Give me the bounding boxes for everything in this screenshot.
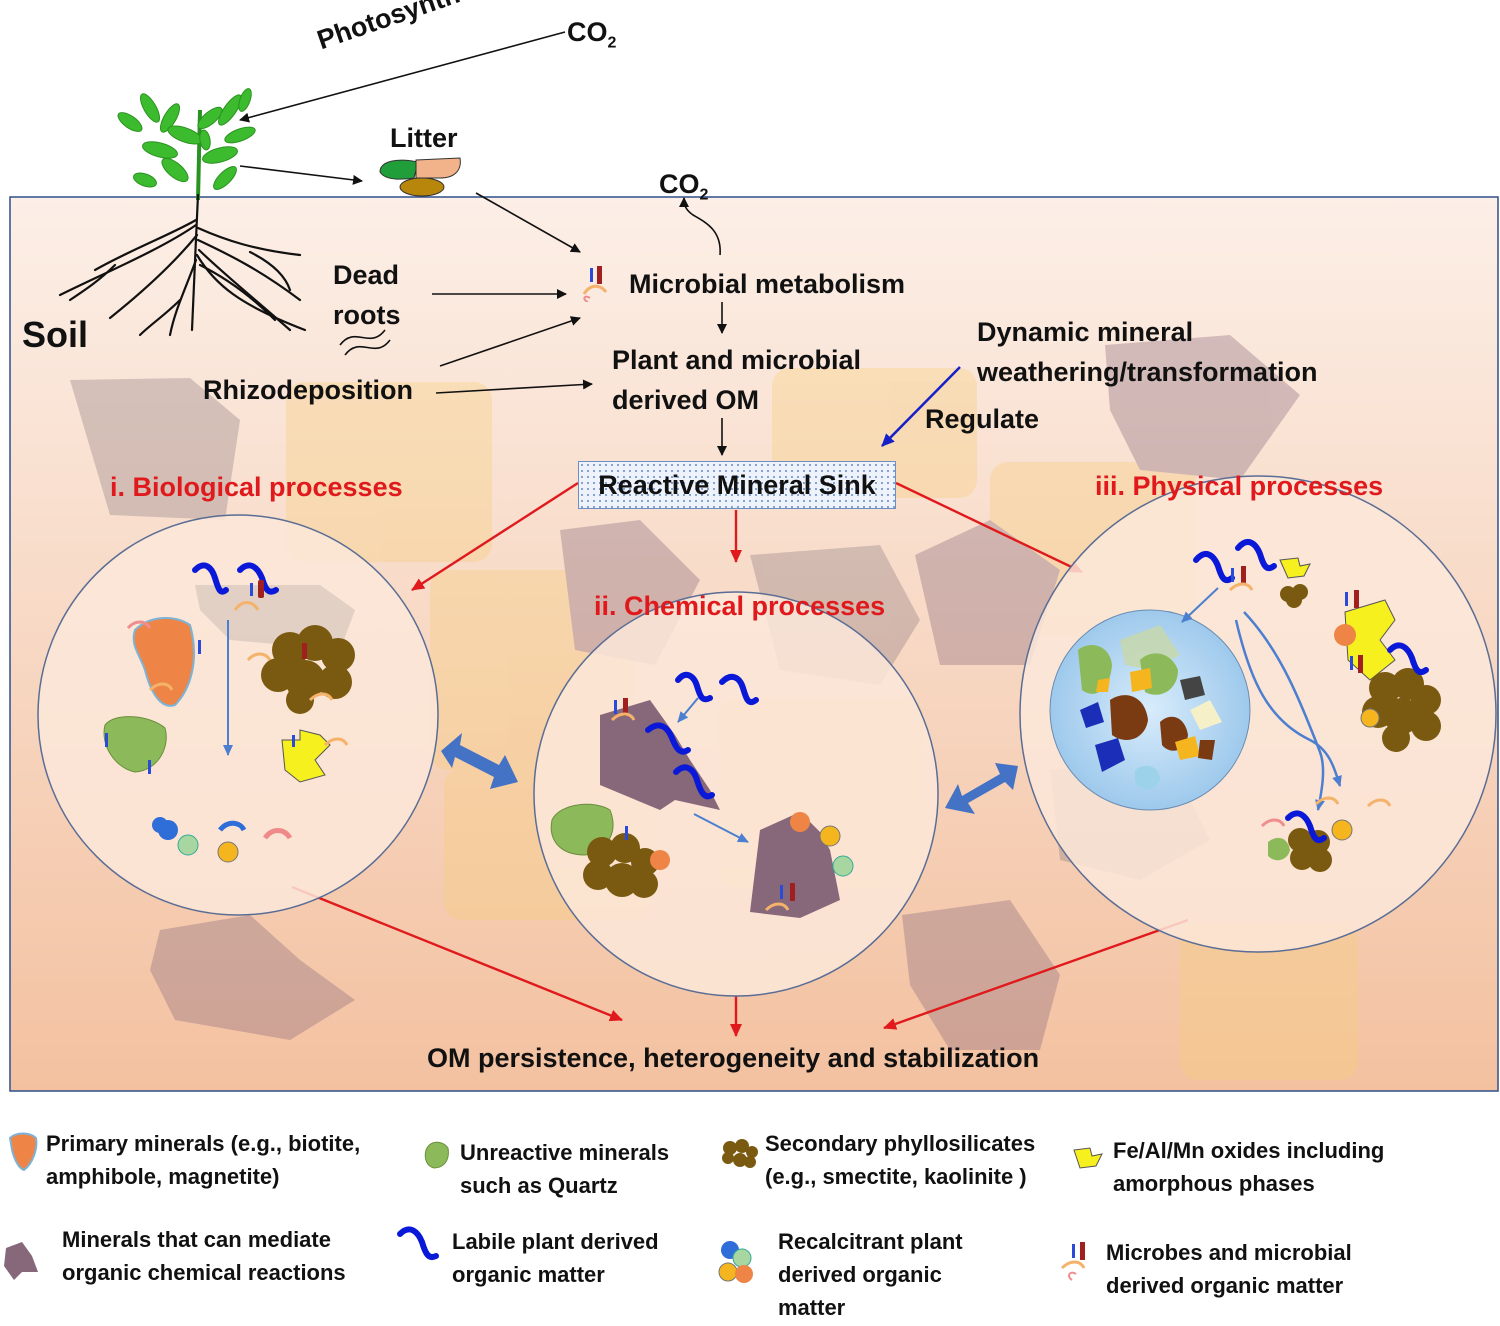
legend-line: amorphous phases	[1113, 1171, 1315, 1196]
sink-label: Reactive Mineral Sink	[598, 469, 876, 500]
plant-shoot	[117, 88, 256, 201]
labile-om-icon	[397, 1226, 439, 1260]
legend-line: Fe/Al/Mn oxides including	[1113, 1138, 1385, 1163]
chemical-circle	[533, 591, 939, 997]
physical-contents	[1049, 539, 1441, 872]
co2-atm-sub: 2	[607, 34, 617, 52]
microbial-metabolism-label: Microbial metabolism	[629, 269, 906, 299]
primary-mineral-icon	[8, 1132, 38, 1172]
flow-arrows	[239, 31, 727, 456]
legend-line: amphibole, magnetite)	[46, 1164, 280, 1189]
reactive-mineral-icon	[4, 1242, 38, 1280]
legend-line: Unreactive minerals	[460, 1140, 670, 1165]
oxide-icon	[1073, 1147, 1103, 1169]
om-line2: derived OM	[612, 385, 760, 415]
mineral-weathering-label: Dynamic mineral weathering/transformatio…	[977, 312, 1318, 392]
plant-roots	[58, 193, 307, 337]
legend-phyllosilicates: Secondary phyllosilicates (e.g., smectit…	[765, 1127, 1035, 1193]
legend-unreactive-minerals: Unreactive minerals such as Quartz	[460, 1136, 669, 1202]
legend-line: matter	[778, 1295, 846, 1320]
dead-roots-label: Dead roots	[333, 255, 401, 335]
legend-line: such as Quartz	[460, 1173, 618, 1198]
reactive-mineral-sink-box: Reactive Mineral Sink	[578, 461, 896, 509]
legend-reactive-minerals: Minerals that can mediate organic chemic…	[62, 1223, 346, 1289]
regulate-arrow	[881, 366, 961, 447]
weathering-line2: weathering/transformation	[977, 357, 1318, 387]
outcome-label: OM persistence, heterogeneity and stabil…	[427, 1043, 1040, 1073]
chemical-processes-label: ii. Chemical processes	[594, 591, 886, 621]
rhizodeposition-label: Rhizodeposition	[203, 375, 413, 405]
weathering-line1: Dynamic mineral	[977, 317, 1194, 347]
litter-label: Litter	[390, 123, 458, 153]
dead-roots-line1: Dead	[333, 260, 400, 290]
soil-label: Soil	[22, 314, 89, 355]
legend-icons	[4, 1132, 1103, 1283]
legend-line: (e.g., smectite, kaolinite )	[765, 1164, 1027, 1189]
legend-microbes: Microbes and microbial derived organic m…	[1106, 1236, 1352, 1302]
legend-line: Minerals that can mediate	[62, 1227, 331, 1252]
legend-line: derived organic	[778, 1262, 942, 1287]
exchange-arrow-right	[945, 763, 1018, 814]
dead-roots-line2: roots	[333, 300, 401, 330]
legend-line: derived organic matter	[1106, 1273, 1344, 1298]
co2-atm-text: CO	[567, 17, 608, 47]
microbe-icon	[1060, 1242, 1086, 1281]
legend-primary-minerals: Primary minerals (e.g., biotite, amphibo…	[46, 1127, 360, 1193]
litter-icon	[379, 157, 461, 197]
co2-respiration-label: CO2	[659, 168, 708, 205]
biological-processes-label: i. Biological processes	[110, 472, 403, 502]
legend-oxides: Fe/Al/Mn oxides including amorphous phas…	[1113, 1134, 1384, 1200]
plant-microbial-om-label: Plant and microbial derived OM	[612, 340, 861, 420]
recalcitrant-om-icon	[718, 1241, 753, 1283]
legend-line: organic chemical reactions	[62, 1260, 346, 1285]
co2-resp-text: CO	[659, 169, 700, 199]
legend-labile-om: Labile plant derived organic matter	[452, 1225, 659, 1291]
co2-atmosphere-label: CO2	[567, 16, 616, 53]
legend-line: Secondary phyllosilicates	[765, 1131, 1036, 1156]
legend-line: Microbes and microbial	[1106, 1240, 1352, 1265]
exchange-arrow-left	[441, 733, 518, 789]
microbe-symbol	[582, 266, 608, 302]
legend-recalcitrant-om: Recalcitrant plant derived organic matte…	[778, 1225, 963, 1324]
om-line1: Plant and microbial	[612, 345, 862, 375]
legend-line: Primary minerals (e.g., biotite,	[46, 1131, 361, 1156]
biological-contents	[103, 562, 355, 863]
physical-processes-label: iii. Physical processes	[1095, 471, 1384, 501]
unreactive-mineral-icon	[424, 1141, 449, 1169]
physical-circle	[1019, 475, 1497, 953]
legend-line: organic matter	[452, 1262, 605, 1287]
legend-line: Labile plant derived	[452, 1229, 659, 1254]
legend-line: Recalcitrant plant	[778, 1229, 963, 1254]
phyllosilicate-icon	[722, 1139, 758, 1168]
chemical-contents	[550, 671, 854, 918]
regulate-label: Regulate	[925, 404, 1040, 434]
dead-roots-sketch	[339, 329, 391, 356]
process-arrows	[291, 481, 1189, 1037]
co2-resp-sub: 2	[699, 186, 709, 204]
